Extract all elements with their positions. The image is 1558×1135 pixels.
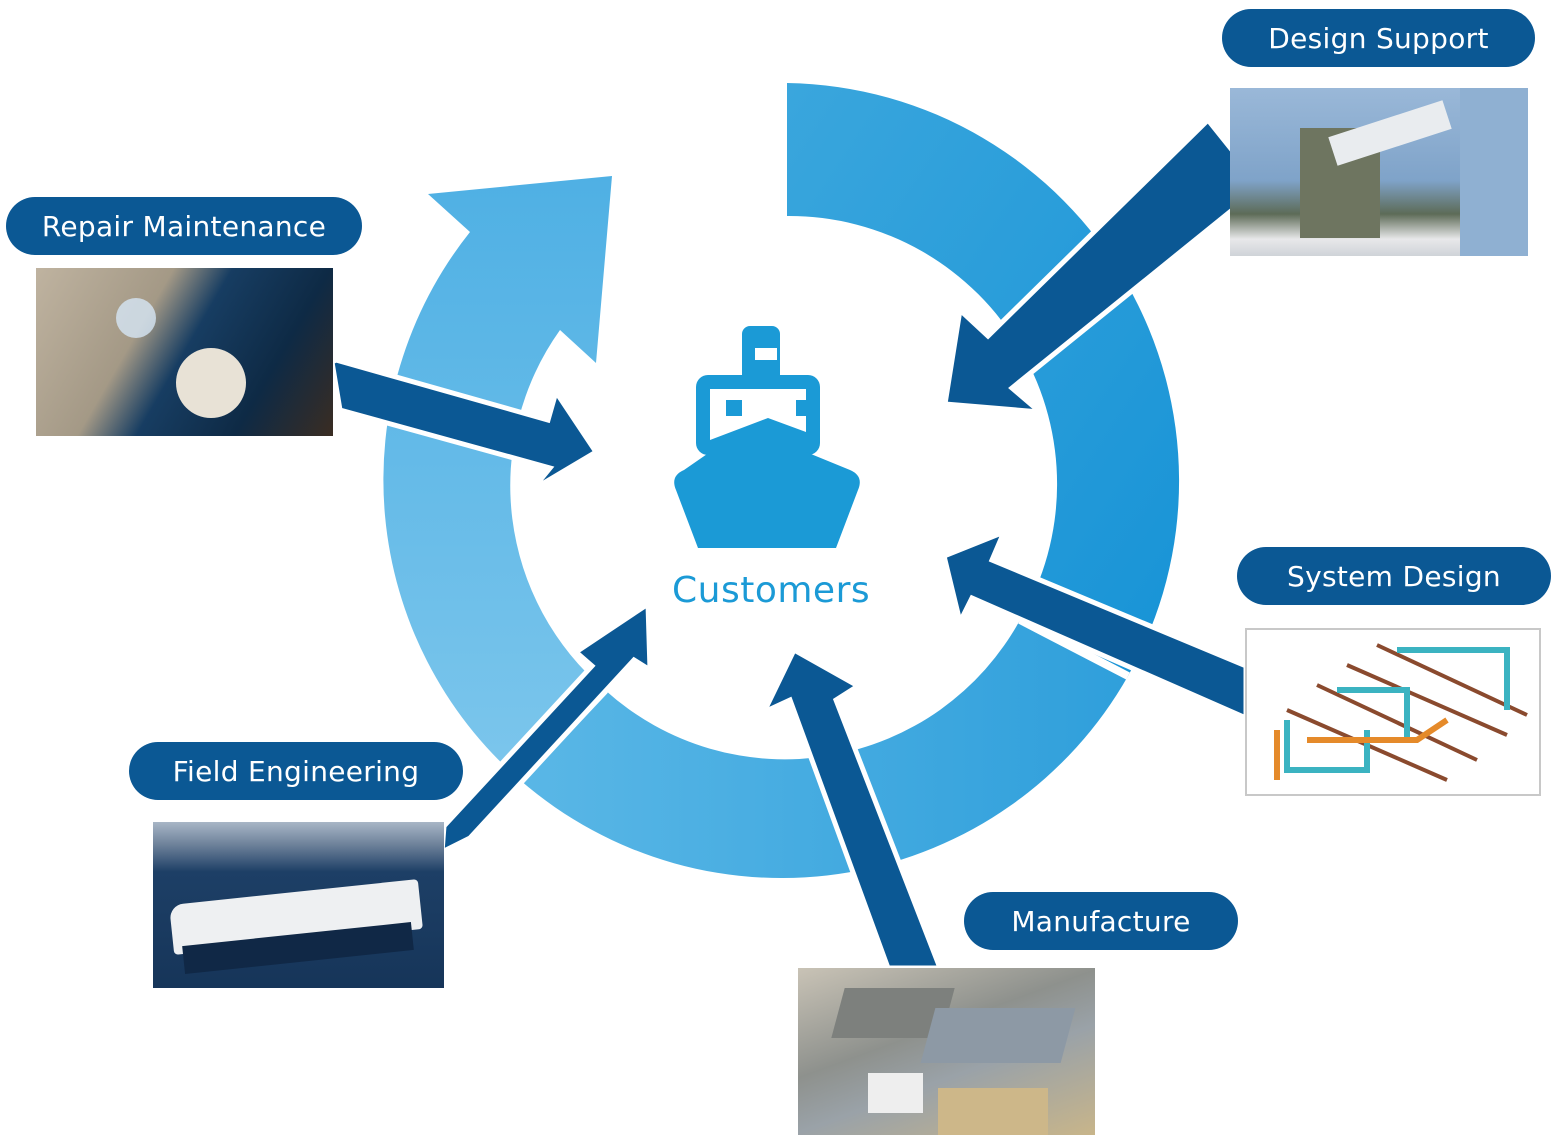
system-design-pill[interactable]: System Design (1237, 547, 1551, 605)
manufacture-pill[interactable]: Manufacture (964, 892, 1238, 950)
arrow-field-engineering (439, 599, 653, 857)
arrow-manufacture (758, 646, 944, 971)
cycle-segment-left-arrow (383, 176, 612, 780)
customers-label: Customers (672, 570, 871, 611)
arrow-system-design (941, 527, 1249, 722)
cycle-segment-right (787, 83, 1180, 676)
welding-repair-photo (36, 268, 333, 436)
3d-piping-model-photo (1245, 628, 1541, 796)
repair-maintenance-pill[interactable]: Repair Maintenance (6, 197, 362, 255)
design-support-pill[interactable]: Design Support (1222, 9, 1535, 67)
arrow-repair-maintenance (329, 357, 600, 493)
arrow-design-support (942, 116, 1266, 416)
field-engineering-pill[interactable]: Field Engineering (129, 742, 463, 800)
ship-icon (674, 326, 860, 548)
cycle-segment-bottom (520, 620, 1128, 879)
engineers-reviewing-drawings-photo (1230, 88, 1528, 256)
factory-aerial-photo (798, 968, 1095, 1135)
car-carrier-ship-photo (153, 822, 444, 988)
